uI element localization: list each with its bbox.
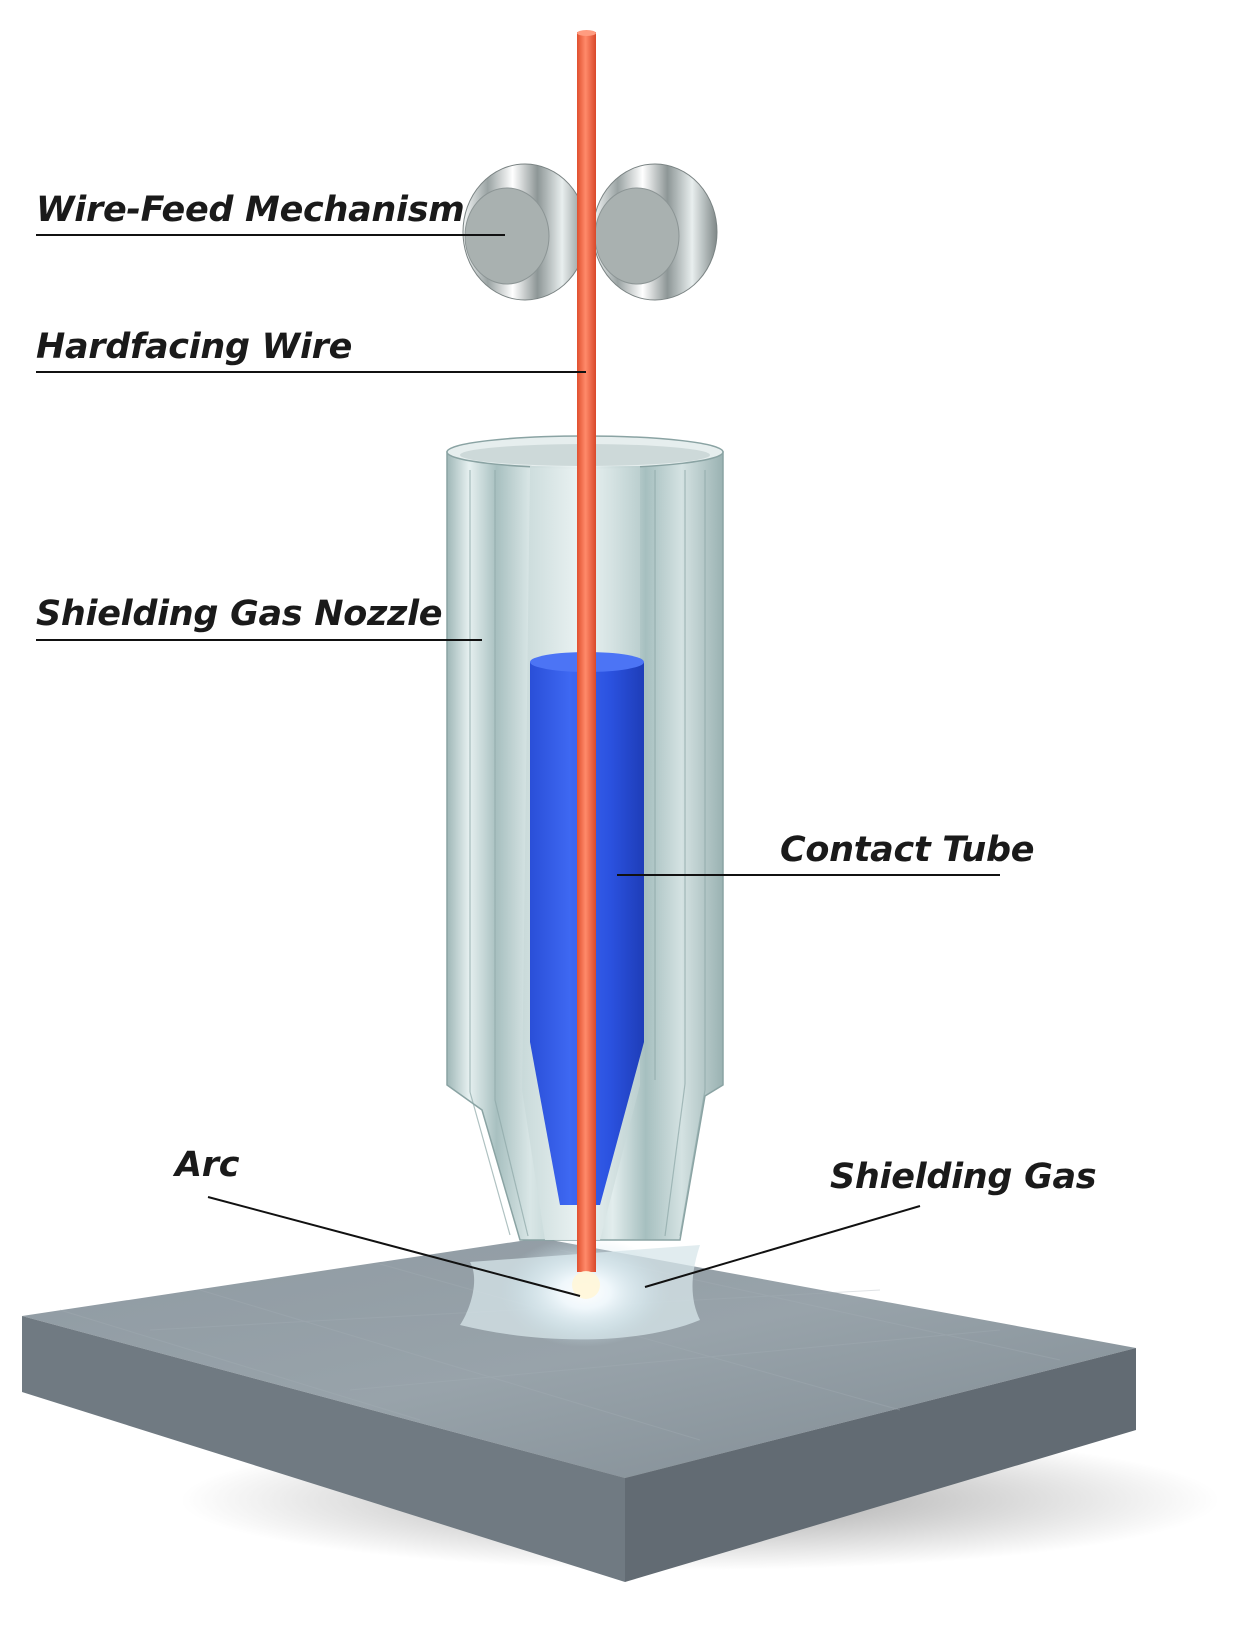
label-shielding-gas: Shielding Gas: [830, 1157, 1097, 1197]
label-shielding-gas-nozzle: Shielding Gas Nozzle: [36, 594, 443, 634]
label-arc: Arc: [175, 1145, 240, 1185]
label-contact-tube: Contact Tube: [780, 830, 1035, 870]
label-hardfacing-wire: Hardfacing Wire: [36, 327, 353, 367]
leader-shielding-gas: [644, 1205, 921, 1288]
workpiece-plate: [22, 1238, 1136, 1582]
hardfacing-wire: [572, 30, 600, 1299]
leader-lines: [36, 234, 1000, 1297]
leader-arc: [207, 1196, 581, 1297]
label-wire-feed-mechanism: Wire-Feed Mechanism: [36, 190, 465, 230]
wire-feed-rollers: [462, 163, 718, 301]
